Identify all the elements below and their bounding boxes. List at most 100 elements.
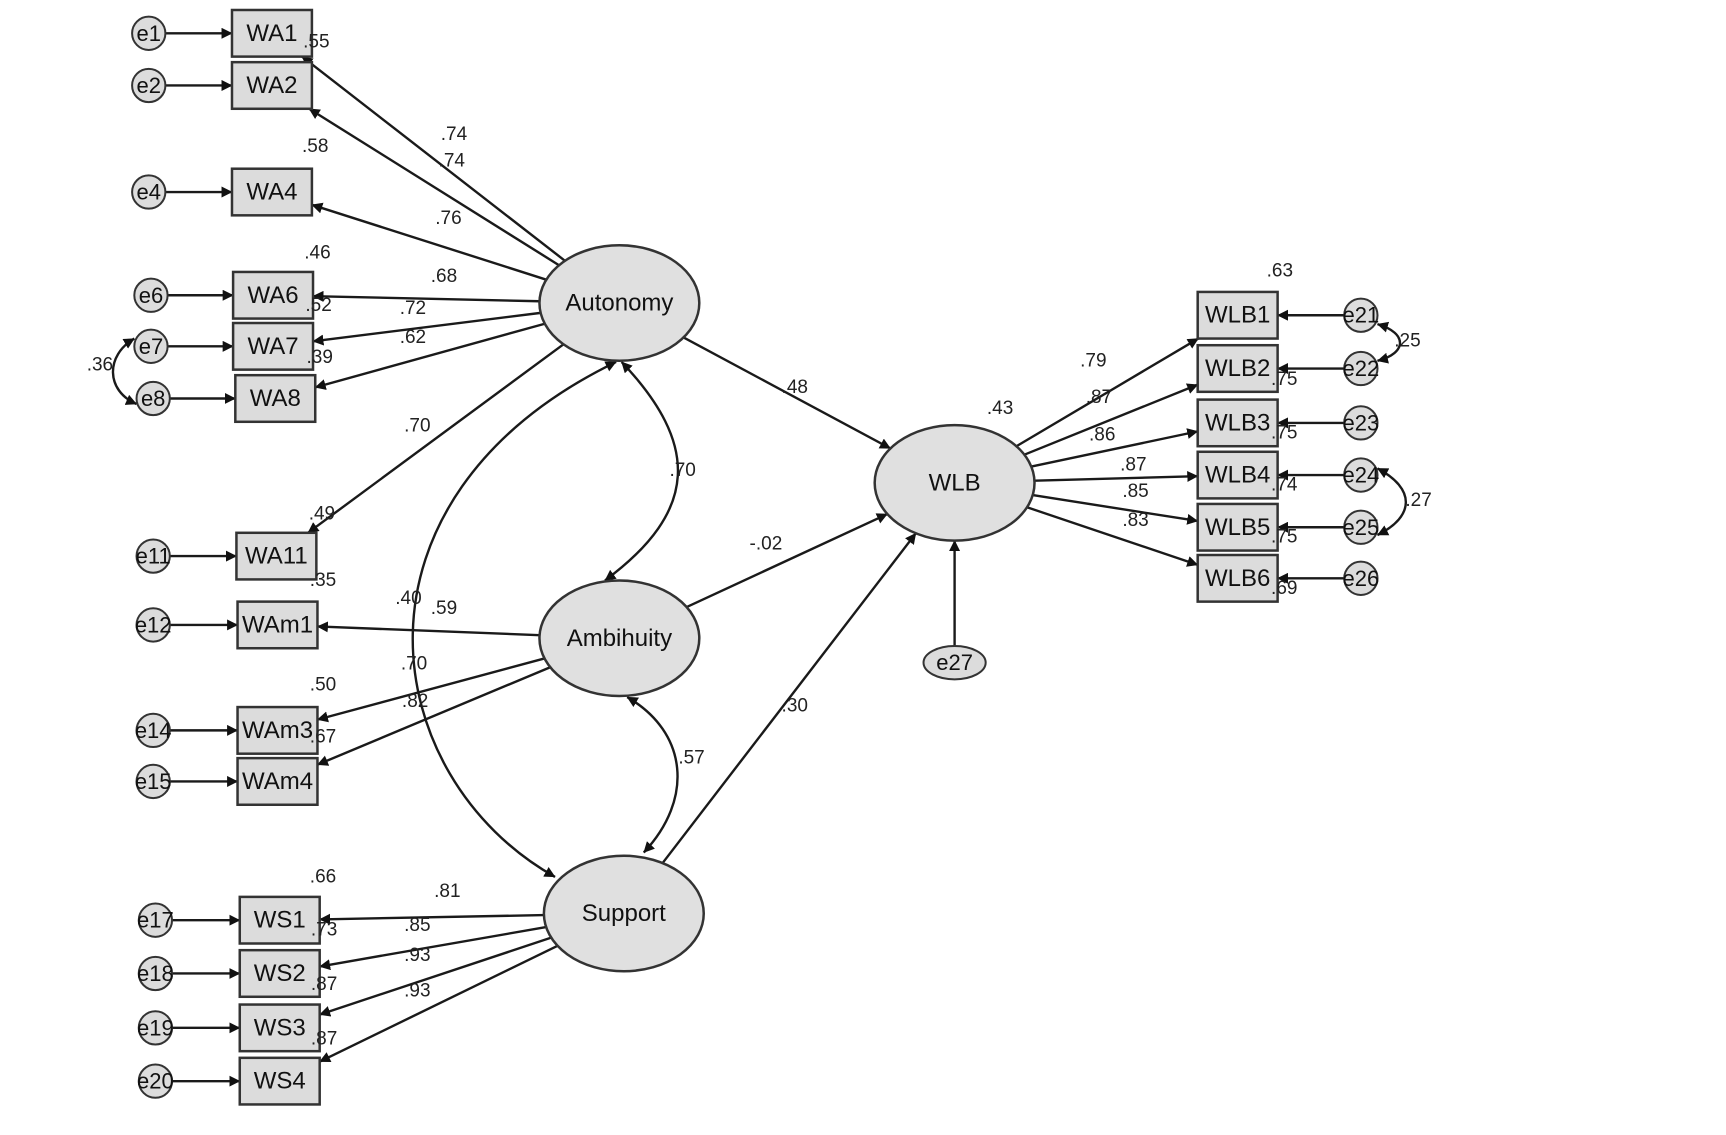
observed-label-wam3: WAm3: [242, 717, 313, 744]
loading-path-wlb-wlb1: [1015, 337, 1199, 448]
loading-coef-wa11: .70: [404, 416, 430, 437]
error-term-e1: [131, 15, 167, 51]
correlation-autonomy-ambihuity: [604, 361, 679, 582]
observed-label-wa1: WA1: [246, 20, 297, 47]
observed-box-wlb4: [1196, 450, 1279, 500]
error-term-e23: [1343, 405, 1379, 441]
r-squared-wam4: .67: [310, 727, 336, 748]
observed-label-wa2: WA2: [246, 72, 297, 99]
loading-coef-wlb1: .79: [1080, 350, 1106, 371]
r-squared-wlb5: .75: [1271, 527, 1297, 548]
latent-label-support: Support: [582, 900, 666, 927]
error-term-e18: [137, 955, 174, 992]
error-label-e11: e11: [136, 544, 171, 569]
loading-coef-wlb3: .86: [1089, 425, 1115, 446]
observed-box-wa4: [230, 167, 314, 217]
observed-label-ws3: WS3: [254, 1014, 306, 1041]
error-label-e18: e18: [137, 961, 174, 986]
loading-coef-wam1: .59: [431, 598, 457, 619]
observed-box-wam4: [236, 756, 319, 807]
observed-box-ws2: [238, 948, 321, 999]
loading-coef-wa4: .76: [435, 208, 461, 229]
error-label-e7: e7: [139, 334, 163, 359]
observed-label-wa7: WA7: [247, 333, 298, 360]
latent-ellipse-wlb: [873, 423, 1036, 542]
loading-path-wlb-wlb3: [1031, 428, 1199, 468]
error-label-e14: e14: [135, 718, 172, 743]
error-term-e7: [133, 328, 169, 364]
error-term-e8: [135, 380, 171, 417]
observed-box-wlb1: [1196, 290, 1279, 340]
observed-box-wa2: [230, 60, 314, 111]
observed-box-wlb5: [1196, 502, 1279, 552]
r-squared-wlb4: .74: [1271, 475, 1298, 496]
observed-label-wlb5: WLB5: [1205, 514, 1270, 541]
loading-path-ambihuity-wam1: [316, 621, 540, 637]
error-term-e26: [1343, 560, 1379, 596]
r-squared-wa11: .49: [309, 503, 335, 524]
loading-coef-wlb4: .87: [1120, 455, 1146, 476]
latent-ellipse-autonomy: [538, 244, 701, 362]
loading-coef-ws3: .93: [404, 945, 430, 966]
r-squared-wlb2: .75: [1271, 369, 1297, 390]
correlation-e24-e25: [1376, 467, 1407, 537]
error-label-e19: e19: [137, 1015, 174, 1040]
r-squared-wa7: .52: [305, 295, 331, 316]
error-label-e26: e26: [1343, 566, 1380, 591]
structural-path-autonomy: [682, 336, 892, 450]
error-term-e15: [135, 763, 171, 800]
loading-coef-wam4: .82: [402, 691, 428, 712]
loading-path-autonomy-wa6: [312, 290, 540, 303]
r-squared-ws1: .66: [310, 866, 336, 887]
loading-coef-ws1: .81: [434, 881, 460, 902]
error-label-e25: e25: [1343, 515, 1380, 540]
error-label-e17: e17: [137, 908, 174, 933]
error-label-e12: e12: [135, 612, 172, 637]
loading-path-support-ws2: [319, 925, 547, 971]
error-label-e23: e23: [1343, 410, 1380, 435]
observed-label-wa11: WA11: [245, 543, 308, 570]
observed-box-ws3: [238, 1003, 321, 1053]
observed-box-wa6: [231, 270, 315, 320]
correlation-e21-e22: [1376, 321, 1402, 364]
loading-coef-wlb5: .85: [1122, 481, 1148, 502]
error-label-e1: e1: [136, 21, 160, 46]
loading-path-autonomy-wa4: [311, 202, 547, 281]
loading-path-support-ws4: [319, 944, 559, 1063]
error-term-e14: [135, 712, 171, 749]
error-label-e21: e21: [1343, 303, 1380, 328]
observed-label-wa8: WA8: [250, 385, 301, 412]
observed-box-wam3: [236, 705, 319, 755]
loading-path-autonomy-wa11: [307, 343, 565, 534]
loading-path-ambihuity-wam3: [316, 657, 545, 723]
structural-path-ambihuity: [686, 512, 888, 609]
observed-box-ws4: [238, 1056, 321, 1106]
latent-label-ambihuity: Ambihuity: [567, 625, 672, 652]
r-squared-wlb6: .69: [1271, 578, 1297, 599]
correlation-coef-e7-e8: .36: [87, 355, 113, 376]
error-term-e21: [1343, 297, 1379, 333]
error-term-e22: [1343, 350, 1379, 387]
loading-path-autonomy-wa2: [308, 107, 560, 267]
r-squared-wlb1: .63: [1267, 260, 1293, 281]
r-squared-ws4: .87: [311, 1028, 337, 1049]
r-squared-wa4: .58: [302, 136, 328, 157]
observed-label-ws2: WS2: [254, 960, 306, 987]
error-term-e20: [137, 1063, 174, 1099]
correlation-coef-autonomy-support: .40: [395, 588, 421, 609]
loading-coef-wa1: .74: [441, 124, 468, 145]
error-label-e22: e22: [1343, 356, 1380, 381]
observed-box-wlb3: [1196, 398, 1279, 448]
observed-box-wam1: [236, 600, 319, 650]
correlation-coef-ambihuity-support: .57: [678, 748, 704, 769]
loading-path-autonomy-wa8: [314, 322, 546, 390]
error-label-e4: e4: [136, 180, 160, 205]
error-term-e17: [137, 902, 174, 938]
loading-coef-wa7: .72: [400, 298, 426, 319]
loading-path-wlb-wlb6: [1026, 506, 1199, 567]
latent-ellipse-ambihuity: [538, 579, 701, 698]
loading-coef-ws2: .85: [404, 915, 430, 936]
latent-label-autonomy: Autonomy: [565, 290, 673, 317]
error-term-e25: [1343, 509, 1379, 545]
